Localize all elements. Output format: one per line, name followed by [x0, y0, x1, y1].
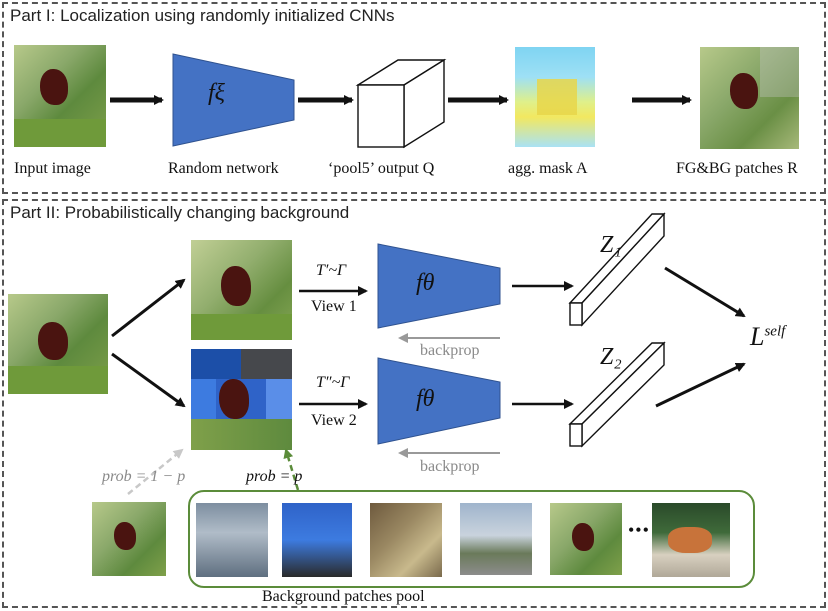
pool-patch-truck — [460, 503, 532, 575]
original-image-thumb — [92, 502, 166, 576]
view2-network-shape — [377, 357, 501, 445]
prob-change-arrow — [283, 448, 300, 491]
agg-mask-label: agg. mask A — [508, 160, 588, 177]
bg-patch — [191, 379, 216, 419]
prob-keep-label: prob = 1 − p — [102, 468, 186, 485]
view1-transform: T′~Γ — [316, 262, 347, 279]
random-network-shape — [172, 53, 295, 147]
rooster-shape — [40, 69, 68, 105]
background-patches-pool — [188, 490, 755, 588]
z2-label: Z₂ — [600, 344, 622, 370]
bg-patch — [266, 379, 292, 419]
input-image-label: Input image — [14, 160, 91, 177]
rooster-shape — [38, 322, 68, 360]
random-network-label: Random network — [168, 160, 279, 177]
view1-image — [191, 240, 292, 340]
view2-transform: T″~Γ — [316, 374, 350, 391]
rooster-shape — [730, 73, 758, 109]
pool-patch-sky — [196, 503, 268, 577]
z1-embedding-bar — [568, 212, 666, 327]
prob-keep-arrow — [127, 448, 184, 495]
bg-patch — [191, 349, 241, 379]
loss-label: Lself — [750, 322, 785, 352]
pool-ellipsis: ••• — [628, 520, 650, 540]
pool-patch-squirrel — [370, 503, 442, 577]
view2-label: View 2 — [311, 412, 357, 429]
patch-overlay — [760, 47, 799, 97]
part2-title: Part II: Probabilistically changing back… — [10, 203, 350, 222]
part1-title: Part I: Localization using randomly init… — [10, 6, 395, 25]
pool-patch-rooster — [550, 503, 622, 575]
grass-shape — [8, 366, 108, 394]
arrow-input-to-view1 — [111, 278, 186, 338]
grass-shape — [14, 119, 106, 147]
arrow-z1-to-loss — [664, 266, 746, 318]
view2-network-symbol: fθ — [416, 386, 435, 412]
rooster-shape — [114, 522, 136, 550]
rooster-shape — [219, 379, 249, 419]
view2-image — [191, 349, 292, 450]
part2-panel — [2, 199, 826, 608]
z1-label: Z₁ — [600, 232, 622, 258]
part1-panel — [2, 2, 826, 194]
loss-symbol: L — [750, 322, 765, 351]
pool5-output-label: ‘pool5’ output Q — [328, 160, 435, 177]
z2-embedding-bar — [568, 341, 666, 448]
prob-change-label: prob = p — [246, 468, 303, 485]
grass-shape — [191, 314, 292, 340]
fg-bg-patches-label: FG&BG patches R — [676, 160, 798, 177]
pool-patch-cat — [652, 503, 730, 577]
arrow-input-to-view2 — [111, 352, 186, 408]
pool-patch-blue — [282, 503, 352, 577]
random-network-symbol: fξ — [208, 80, 225, 106]
view1-network-symbol: fθ — [416, 270, 435, 296]
rooster-shape — [572, 523, 594, 551]
pool5-cube — [355, 58, 447, 149]
bg-patch — [241, 349, 292, 379]
grass-shape — [191, 419, 292, 450]
loss-superscript: self — [764, 323, 786, 340]
input-image — [14, 45, 106, 147]
fg-bg-patches-image — [700, 47, 799, 149]
view1-label: View 1 — [311, 298, 357, 315]
view2-backprop-label: backprop — [420, 458, 480, 475]
rooster-shape — [221, 266, 251, 306]
view1-network-shape — [377, 243, 501, 329]
arrow-z2-to-loss — [655, 362, 746, 408]
background-pool-label: Background patches pool — [262, 588, 425, 605]
view1-backprop-label: backprop — [420, 342, 480, 359]
cat-shape — [668, 527, 712, 553]
mask-hotspot — [537, 79, 577, 115]
part2-input-image — [8, 294, 108, 394]
aggregated-mask-image — [515, 47, 595, 147]
